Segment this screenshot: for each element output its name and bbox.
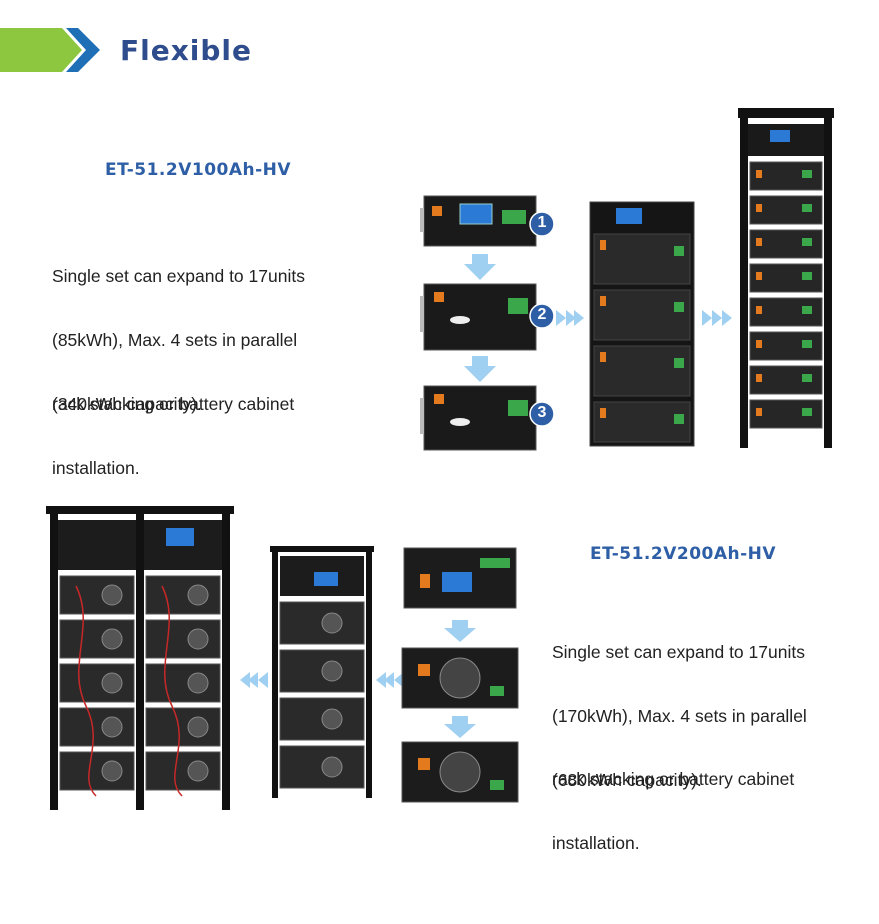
- flow-arrow-left-icon: [376, 672, 404, 688]
- step-badge-label: 3: [537, 404, 547, 421]
- desc-line: Single set can expand to 17units: [552, 642, 805, 662]
- page-title: Flexible: [120, 34, 253, 67]
- install-note-100ah: rack stacking or battery cabinet install…: [52, 356, 294, 516]
- note-line: rack stacking or battery cabinet: [552, 769, 795, 789]
- step-badge-2: [529, 303, 555, 329]
- battery-cabinet-double-200ah: [46, 506, 234, 810]
- note-line: installation.: [52, 458, 140, 478]
- module-stack-diagram-100ah: [420, 195, 555, 451]
- step-badge-3: [529, 401, 555, 427]
- flow-arrow-down-icon: [464, 356, 496, 382]
- battery-cabinet-tall-100ah: [738, 108, 834, 448]
- install-note-200ah: rack stacking or battery cabinet install…: [552, 731, 794, 891]
- desc-line: (170kWh), Max. 4 sets in parallel: [552, 706, 807, 726]
- description-100ah: Single set can expand to 17units (85kWh)…: [52, 228, 305, 452]
- flow-arrow-down-icon: [464, 254, 496, 280]
- note-line: installation.: [552, 833, 640, 853]
- battery-module: [420, 385, 537, 451]
- note-line: rack stacking or battery cabinet: [52, 394, 295, 414]
- battery-control-module: [420, 195, 537, 247]
- description-200ah: Single set can expand to 17units (170kWh…: [552, 604, 807, 828]
- desc-line: (85kWh), Max. 4 sets in parallel: [52, 330, 298, 350]
- flow-arrow-down-icon: [444, 716, 476, 738]
- flow-arrow-right-icon: [556, 310, 584, 326]
- flow-arrow-down-icon: [444, 620, 476, 642]
- desc-line: Single set can expand to 17units: [52, 266, 305, 286]
- flow-arrow-left-icon: [240, 672, 268, 688]
- model-name-100ah: ET-51.2V100Ah-HV: [105, 160, 292, 180]
- battery-module: [401, 741, 519, 803]
- module-stack-diagram-200ah: [401, 547, 519, 803]
- step-badge-label: 2: [537, 306, 547, 323]
- step-badge-label: 1: [537, 214, 547, 231]
- battery-control-module: [403, 547, 517, 609]
- battery-rack-stack-100ah: [589, 201, 695, 447]
- desc-line: (680kWh capacity).: [552, 770, 702, 790]
- model-name-200ah: ET-51.2V200Ah-HV: [590, 544, 777, 564]
- desc-line: (340kWh capacity).: [52, 394, 202, 414]
- flow-arrow-right-icon: [702, 310, 732, 326]
- header-chevron-icon: [0, 28, 100, 72]
- step-badge-1: [529, 211, 555, 237]
- battery-rack-stack-200ah: [270, 546, 374, 798]
- battery-module: [401, 647, 519, 709]
- battery-module: [420, 283, 537, 351]
